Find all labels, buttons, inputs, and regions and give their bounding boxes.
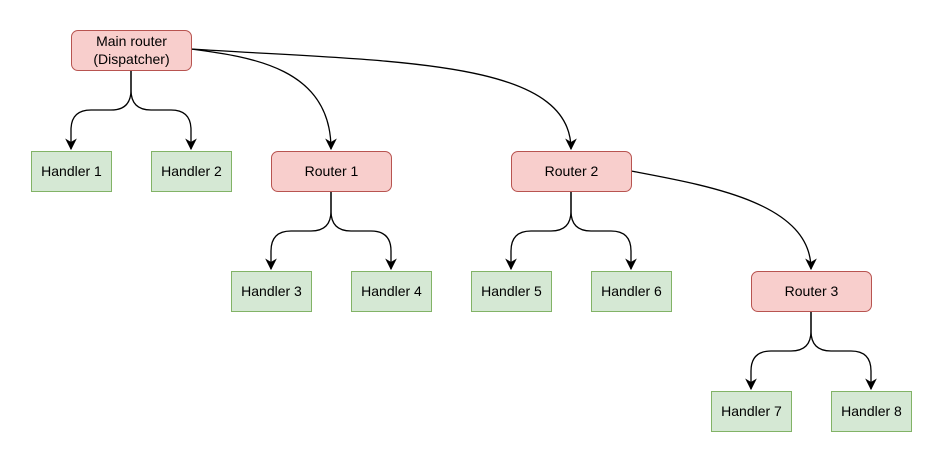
node-router-1[interactable]: Router 1 <box>271 151 392 192</box>
node-handler-2[interactable]: Handler 2 <box>151 151 232 192</box>
node-handler-4[interactable]: Handler 4 <box>351 271 432 312</box>
node-main-router[interactable]: Main router (Dispatcher) <box>71 30 192 71</box>
node-handler-8[interactable]: Handler 8 <box>831 391 912 432</box>
edge-main-router-to-router-1 <box>190 48 337 151</box>
node-handler-3[interactable]: Handler 3 <box>231 271 312 312</box>
edge-main-router-to-router-2 <box>190 48 577 151</box>
node-handler-1[interactable]: Handler 1 <box>31 151 112 192</box>
node-handler-7[interactable]: Handler 7 <box>711 391 792 432</box>
edge-router-2-to-handler-6 <box>570 191 637 271</box>
edge-main-router-to-handler-1 <box>65 70 132 151</box>
edge-main-router-to-handler-2 <box>130 70 197 151</box>
edge-router-2-to-router-3 <box>630 170 817 271</box>
node-handler-5[interactable]: Handler 5 <box>471 271 552 312</box>
edge-router-3-to-handler-7 <box>745 311 812 391</box>
node-handler-6[interactable]: Handler 6 <box>591 271 672 312</box>
edge-router-1-to-handler-4 <box>330 191 397 271</box>
edge-router-1-to-handler-3 <box>265 191 332 271</box>
edge-router-2-to-handler-5 <box>505 191 572 271</box>
edge-router-3-to-handler-8 <box>810 311 877 391</box>
node-router-3[interactable]: Router 3 <box>751 271 872 312</box>
node-router-2[interactable]: Router 2 <box>511 151 632 192</box>
